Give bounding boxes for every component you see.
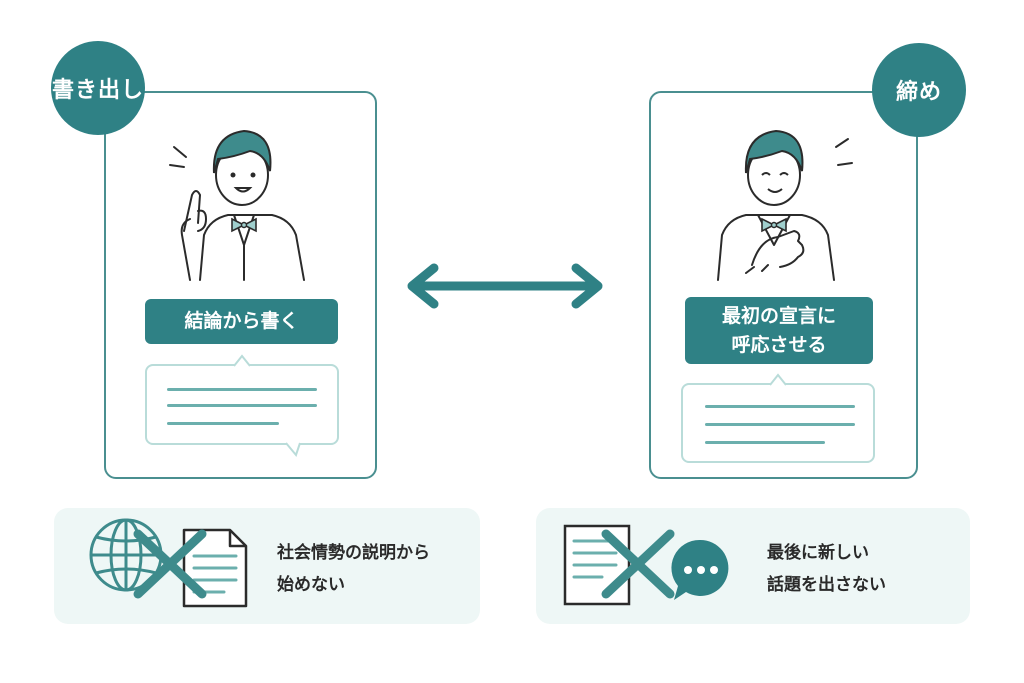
right-bubble-pointer-top	[769, 373, 787, 386]
bottom-left-line1: 社会情勢の説明から	[277, 543, 430, 563]
left-badge: 書き出し	[51, 41, 145, 135]
bottom-left-line2: 始めない	[277, 575, 345, 595]
cross-icon	[601, 529, 675, 599]
left-label-text: 結論から書く	[184, 310, 299, 332]
document-lines-icon	[563, 524, 631, 606]
chat-ellipsis-icon	[671, 539, 729, 600]
bubble-line	[167, 388, 317, 391]
double-arrow-icon	[407, 263, 603, 309]
right-speech-bubble	[681, 383, 875, 463]
bottom-right-line2: 話題を出さない	[767, 575, 886, 595]
right-label-line2: 呼応させる	[731, 333, 827, 356]
bubble-line	[705, 441, 825, 444]
bubble-line	[705, 423, 855, 426]
bottom-left-text: 社会情勢の説明から 始めない	[277, 537, 430, 601]
bubble-line	[167, 404, 317, 407]
left-label: 結論から書く	[145, 299, 338, 344]
left-speech-bubble	[145, 364, 339, 445]
right-label-line1: 最初の宣言に	[721, 304, 836, 327]
left-bubble-tail	[285, 442, 301, 458]
left-character-illustration	[169, 129, 305, 281]
right-label: 最初の宣言に 呼応させる	[685, 297, 873, 364]
bottom-right-line1: 最後に新しい	[767, 543, 869, 563]
cross-icon	[133, 529, 207, 599]
right-badge: 締め	[872, 43, 966, 137]
bubble-line	[167, 422, 279, 425]
right-character-illustration	[717, 129, 853, 281]
bottom-right-text: 最後に新しい 話題を出さない	[767, 537, 886, 601]
bubble-line	[705, 405, 855, 408]
left-bubble-pointer-top	[233, 354, 251, 367]
